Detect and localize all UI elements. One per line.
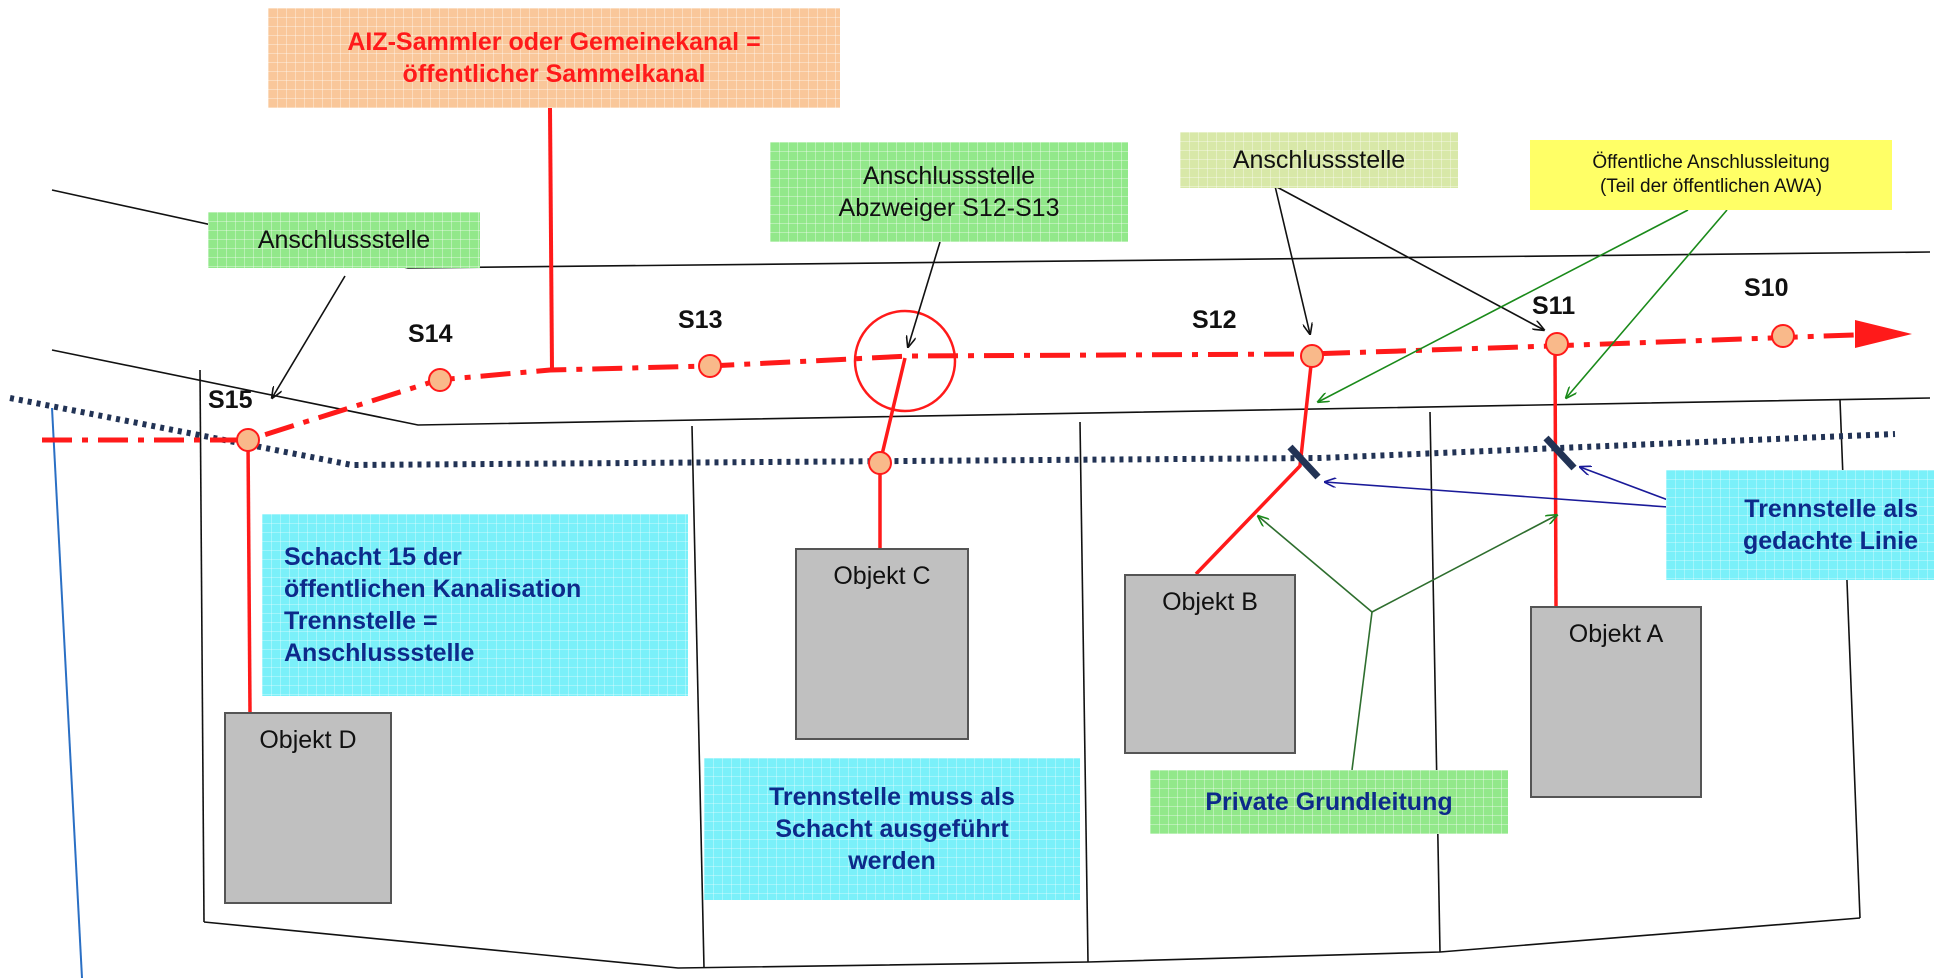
label-anschluss-mid-line-1: Anschlussstelle <box>862 162 1036 190</box>
arrow-oeff-anschluss-2 <box>1566 209 1728 398</box>
object-label-a: Objekt A <box>1568 620 1664 648</box>
connection-d <box>246 439 252 713</box>
object-box-c: Objekt C <box>795 548 969 740</box>
label-schacht15-line-2: öffentlichen Kanalisation <box>284 575 582 603</box>
object-label-b: Objekt B <box>1162 588 1258 616</box>
arrow-anschluss-right-1 <box>1274 185 1310 334</box>
manhole-s10 <box>1771 324 1795 348</box>
flow-direction-arrow <box>1855 320 1912 348</box>
node-label-s11: S11 <box>1532 292 1576 320</box>
black-arrows <box>272 185 1544 398</box>
label-schacht15: Schacht 15 der öffentlichen Kanalisation… <box>262 514 688 696</box>
label-anschluss-right-text: Anschlussstelle <box>1232 146 1406 174</box>
label-private-grundleitung: Private Grundleitung <box>1150 770 1508 834</box>
green-arrows <box>1318 209 1728 402</box>
label-oeff-anschluss: Öffentliche Anschlussleitung (Teil der ö… <box>1530 140 1892 210</box>
label-trennstelle-schacht: Trennstelle muss als Schacht ausgeführt … <box>704 758 1080 900</box>
connection-b <box>1194 355 1314 576</box>
blue-arrows <box>1325 467 1669 508</box>
arrow-anschluss-mid <box>908 241 941 347</box>
arrow-anschluss-right-2 <box>1274 185 1544 330</box>
label-trennstelle-schacht-line-1: Trennstelle muss als <box>769 783 1015 811</box>
parcel-divider-2 <box>691 425 705 969</box>
blue-boundary-line <box>51 407 83 978</box>
manholes <box>236 324 1795 475</box>
label-sammler: AIZ-Sammler oder Gemeinekanal = öffentli… <box>268 8 840 108</box>
arrow-oeff-anschluss-1 <box>1318 209 1689 402</box>
label-anschluss-left: Anschlussstelle <box>208 212 480 268</box>
arrow-private-b <box>1258 516 1373 613</box>
junction-highlight-circle <box>853 309 957 413</box>
parcel-divider-3 <box>1079 421 1089 963</box>
arrow-private-stem <box>1351 611 1373 771</box>
object-label-c: Objekt C <box>833 562 931 590</box>
property-boundary-dotted <box>9 395 1896 469</box>
manhole-s14 <box>428 368 452 392</box>
public-sewer-line <box>42 331 1881 443</box>
dark-green-arrows <box>1258 515 1557 771</box>
separation-mark-a <box>1543 435 1577 471</box>
label-trennstelle-linie-line-1: Trennstelle als <box>1744 495 1918 523</box>
property-lines <box>51 189 1931 969</box>
label-anschluss-right: Anschlussstelle <box>1180 132 1458 188</box>
arrow-private-a <box>1371 515 1557 613</box>
label-anschluss-mid-line-2: Abzweiger S12-S13 <box>838 194 1060 222</box>
parcel-bottom-line <box>203 917 1861 969</box>
object-label-d: Objekt D <box>259 726 357 754</box>
manhole-s15 <box>236 428 260 452</box>
arrow-trennstelle-b <box>1325 482 1669 508</box>
label-oeff-anschluss-line-2: (Teil der öffentlichen AWA) <box>1599 176 1823 197</box>
node-label-s15: S15 <box>208 386 253 414</box>
arrow-anschluss-left <box>272 275 346 398</box>
object-box-d: Objekt D <box>224 712 392 904</box>
node-label-s14: S14 <box>408 320 453 348</box>
node-label-s13: S13 <box>678 306 723 334</box>
street-upper-edge <box>51 189 1931 269</box>
label-schacht15-line-3: Trennstelle = <box>284 607 438 635</box>
manhole-trennstelle-c <box>868 451 892 475</box>
object-box-b: Objekt B <box>1124 574 1296 754</box>
node-label-s12: S12 <box>1192 306 1237 334</box>
street-lower-edge <box>51 349 1931 426</box>
label-trennstelle-linie-line-2: gedachte Linie <box>1742 527 1918 555</box>
label-schacht15-line-4: Anschlussstelle <box>284 639 475 667</box>
label-trennstelle-linie: Trennstelle als gedachte Linie <box>1666 470 1934 580</box>
label-anschluss-left-text: Anschlussstelle <box>257 226 431 254</box>
arrow-trennstelle-a <box>1580 467 1669 501</box>
label-schacht15-line-1: Schacht 15 der <box>284 543 462 571</box>
manhole-s11 <box>1545 332 1569 356</box>
label-anschluss-mid: Anschlussstelle Abzweiger S12-S13 <box>770 142 1128 242</box>
label-sammler-line-1: AIZ-Sammler oder Gemeinekanal = <box>347 28 761 56</box>
separation-mark-b <box>1287 444 1321 480</box>
parcel-divider-4 <box>1429 411 1441 953</box>
manhole-s12 <box>1300 344 1324 368</box>
label-trennstelle-schacht-line-3: werden <box>848 847 936 875</box>
sammler-pointer-line <box>548 107 554 371</box>
label-trennstelle-schacht-line-2: Schacht ausgeführt <box>775 815 1009 843</box>
label-private-grundleitung-text: Private Grundleitung <box>1205 788 1453 816</box>
label-oeff-anschluss-line-1: Öffentliche Anschlussleitung <box>1592 151 1830 173</box>
manhole-s13 <box>698 354 722 378</box>
connection-a <box>1553 345 1558 607</box>
label-sammler-line-2: öffentlicher Sammelkanal <box>402 60 706 88</box>
object-box-a: Objekt A <box>1530 606 1702 798</box>
node-label-s10: S10 <box>1744 274 1789 302</box>
parcel-divider-1 <box>199 369 205 923</box>
